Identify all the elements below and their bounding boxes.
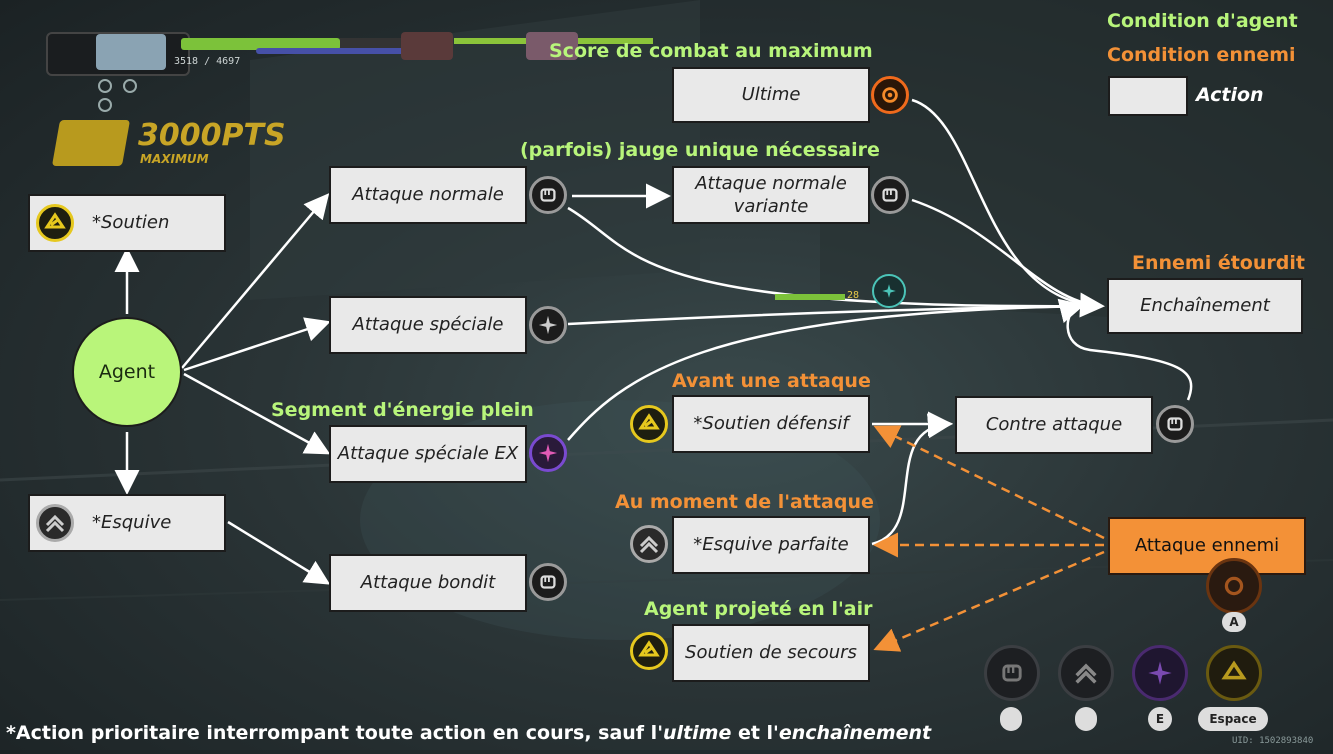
teammate-1-bar xyxy=(454,38,534,44)
support-icon-defensif xyxy=(630,405,668,443)
contre-attaque-node: Contre attaque xyxy=(955,396,1153,454)
esquive-parfaite-node: *Esquive parfaite xyxy=(672,516,870,574)
switch-agent-button[interactable] xyxy=(1206,645,1262,701)
fist-icon-contre xyxy=(1156,405,1194,443)
cond-avant-attaque: Avant une attaque xyxy=(672,370,871,392)
arrow-esquive-bondit xyxy=(227,520,331,585)
ultimate-button[interactable] xyxy=(1206,558,1262,614)
cond-segment-energie: Segment d'énergie plein xyxy=(271,399,534,421)
key-a-label: A xyxy=(1229,615,1239,629)
arrow-agent-attaque-speciale-ex xyxy=(183,372,331,455)
footnote-middle: et l' xyxy=(731,722,779,744)
curve-variante-enchainement xyxy=(911,198,1101,308)
soutien-defensif-node: *Soutien défensif xyxy=(672,395,870,453)
footnote-ultime: ultime xyxy=(663,722,732,744)
attaque-speciale-node: Attaque spéciale xyxy=(329,296,527,354)
status-icons xyxy=(98,78,158,112)
esquive-label: *Esquive xyxy=(92,512,172,534)
score-badge: 3000PTS MAXIMUM xyxy=(51,118,296,170)
agent-node: Agent xyxy=(72,317,182,427)
soutien-secours-node: Soutien de secours xyxy=(672,624,870,682)
support-icon-secours xyxy=(630,632,668,670)
fist-icon-bondit xyxy=(529,563,567,601)
legend-action-swatch xyxy=(1108,76,1188,116)
ex-special-icon xyxy=(529,434,567,472)
attaque-ennemi-node: Attaque ennemi xyxy=(1108,517,1306,575)
dodge-icon xyxy=(36,504,74,542)
enemy-ether-icon xyxy=(872,274,906,308)
dodge-button[interactable] xyxy=(1058,645,1114,701)
hp-value: 3518 / 4697 xyxy=(174,56,241,67)
key-a-badge: A xyxy=(1222,612,1246,632)
legend-enemy-condition: Condition ennemi xyxy=(1107,44,1296,66)
support-icon xyxy=(36,204,74,242)
arrow-agent-attaque-speciale xyxy=(183,317,331,372)
soutien-label: *Soutien xyxy=(92,212,170,234)
mouse-left-badge xyxy=(1000,707,1022,731)
attaque-speciale-ex-node: Attaque spéciale EX xyxy=(329,425,527,483)
teammate-2-bar xyxy=(578,38,653,44)
key-space-label: Espace xyxy=(1209,712,1257,726)
cond-jauge-unique: (parfois) jauge unique nécessaire xyxy=(520,139,880,161)
basic-attack-button[interactable] xyxy=(984,645,1040,701)
special-attack-button[interactable] xyxy=(1132,645,1188,701)
key-e-badge: E xyxy=(1148,707,1172,731)
mouse-right-badge xyxy=(1075,707,1097,731)
enchainement-node: Enchaînement xyxy=(1107,278,1303,334)
curve-esquive-parfaite-contre xyxy=(871,413,953,546)
ultimate-icon xyxy=(871,76,909,114)
cond-agent-projete: Agent projeté en l'air xyxy=(644,598,873,620)
ultime-node: Ultime xyxy=(672,67,870,123)
dashed-ennemi-soutien-defensif xyxy=(873,425,1105,540)
curve-ex-enchainement xyxy=(567,304,1101,441)
teammate-2-portrait xyxy=(526,32,578,60)
curve-ultime-enchainement xyxy=(911,98,1105,318)
dashed-ennemi-soutien-secours xyxy=(873,550,1105,652)
attaque-bondit-node: Attaque bondit xyxy=(329,554,527,612)
footnote-enchainement: enchaînement xyxy=(778,722,932,744)
score-text: 3000PTS xyxy=(138,118,286,153)
agent-portrait xyxy=(96,34,166,70)
footnote: *Action prioritaire interrompant toute a… xyxy=(6,722,931,744)
legend-action-label: Action xyxy=(1196,84,1264,106)
uid-text: UID: 1502893840 xyxy=(1232,736,1314,746)
arrow-agent-attaque-normale xyxy=(181,193,330,369)
dodge-icon-parfaite xyxy=(630,525,668,563)
key-e-label: E xyxy=(1155,712,1165,726)
energy-bar xyxy=(256,48,446,54)
fist-icon xyxy=(529,176,567,214)
special-attack-icon xyxy=(529,306,567,344)
cond-score-max: Score de combat au maximum xyxy=(549,40,873,62)
soutien-node: *Soutien xyxy=(28,194,226,252)
cond-ennemi-etourdit: Ennemi étourdit xyxy=(1132,252,1305,274)
attaque-normale-node: Attaque normale xyxy=(329,166,527,224)
footnote-prefix: *Action prioritaire interrompant toute a… xyxy=(6,722,664,744)
curve-normale-enchainement xyxy=(567,206,1101,308)
hp-bar xyxy=(181,38,446,50)
enemy-level: 28 xyxy=(847,290,860,301)
key-space-badge: Espace xyxy=(1198,707,1268,731)
curve-contre-enchainement xyxy=(1057,298,1193,401)
legend-agent-condition: Condition d'agent xyxy=(1107,10,1298,32)
attaque-normale-variante-node: Attaque normale variante xyxy=(672,166,870,224)
cond-moment-attaque: Au moment de l'attaque xyxy=(615,491,874,513)
score-subtext: MAXIMUM xyxy=(140,152,209,166)
enemy-health-indicator: 28 xyxy=(775,290,875,304)
teammate-1-portrait xyxy=(401,32,453,60)
hud-top-left: 3518 / 4697 xyxy=(46,32,656,112)
fist-icon-variante xyxy=(871,176,909,214)
